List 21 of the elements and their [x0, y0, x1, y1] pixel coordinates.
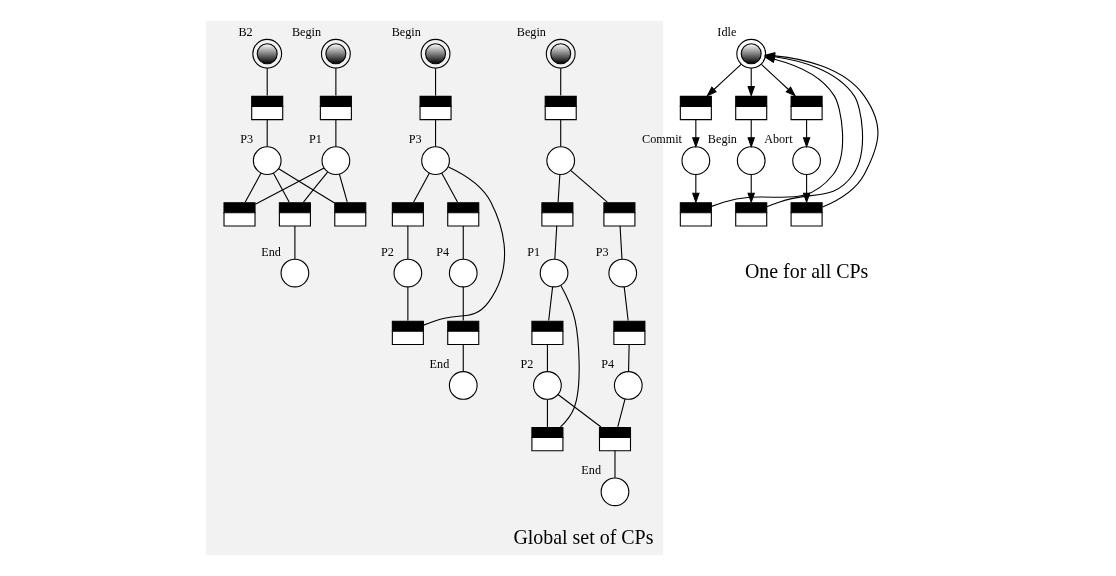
node-label: Abort [763, 132, 793, 147]
node-label: P3 [595, 244, 609, 259]
node-label: End [429, 357, 449, 372]
node-label: Commit [641, 132, 682, 147]
node-label: Begin [391, 24, 421, 39]
node-label: End [260, 244, 281, 259]
node-label: Begin [516, 24, 546, 39]
node-label: P3 [239, 132, 253, 147]
node-label: P1 [526, 244, 540, 259]
node-label: P1 [308, 132, 322, 147]
node-label: P2 [380, 244, 394, 259]
node-label: Begin [707, 132, 737, 147]
node-label: P2 [520, 357, 533, 372]
node-label: P4 [600, 357, 614, 372]
node-label: Begin [291, 24, 321, 39]
node-label: Idle [716, 24, 736, 39]
node-label: B2 [238, 24, 253, 39]
node-label: P3 [408, 132, 421, 147]
label: One for all CPs [744, 259, 868, 282]
node-label: P4 [435, 244, 449, 259]
node-label: End [580, 463, 601, 478]
